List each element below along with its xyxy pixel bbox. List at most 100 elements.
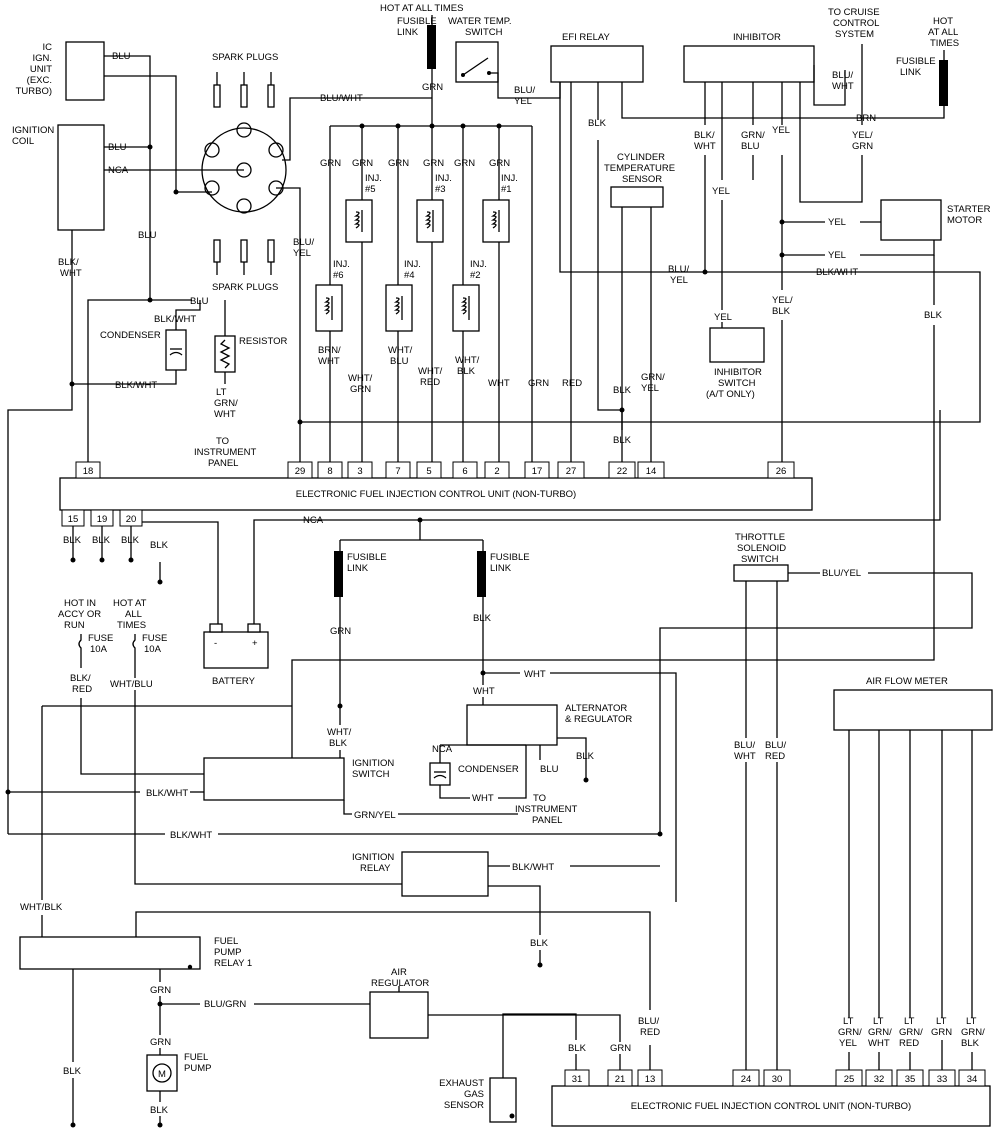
ecu-pin-17: 17: [532, 466, 543, 477]
wire-label: TO: [533, 793, 546, 804]
wire-label: LT: [873, 1016, 884, 1027]
wire-label: WHT: [694, 141, 716, 152]
throttle-label-3: SWITCH: [741, 554, 779, 565]
wire-label: BLK: [150, 1105, 169, 1116]
ecu-pin-19: 19: [97, 514, 108, 525]
battery: - + BATTERY: [203, 623, 269, 687]
fuel-pump-relay: FUEL PUMP RELAY 1: [19, 936, 252, 970]
starter-motor: STARTER MOTOR: [880, 199, 991, 241]
inj4-label-b: #4: [404, 270, 415, 281]
wire-label: BLK/WHT: [816, 267, 858, 278]
junction-dots: [5, 123, 785, 1128]
water-temp-switch: WATER TEMP. SWITCH: [448, 16, 512, 83]
wire-label: RED: [420, 377, 440, 388]
ecu-pin-8: 8: [327, 466, 332, 477]
efi-relay: EFI RELAY: [550, 32, 644, 83]
fusible-link-top: HOT AT ALL TIMES FUSIBLE LINK: [380, 3, 463, 69]
ecu-pin-21: 21: [615, 1074, 626, 1085]
wire-label: GRN/: [838, 1027, 862, 1038]
ecu-pin-31: 31: [572, 1074, 583, 1085]
spark-plugs-top: SPARK PLUGS: [212, 52, 278, 108]
cyl-temp-label-3: SENSOR: [622, 174, 662, 185]
wire-label: NCA: [108, 165, 129, 176]
condenser-top-label: CONDENSER: [100, 330, 161, 341]
ecu-bottom-label: ELECTRONIC FUEL INJECTION CONTROL UNIT (…: [631, 1101, 911, 1112]
battery-plus: +: [252, 638, 258, 649]
fuel-pump-relay-label-3: RELAY 1: [214, 958, 252, 969]
wire-label: YEL: [712, 186, 730, 197]
wire-label: WHT: [214, 409, 236, 420]
wire-label: BLK: [568, 1043, 587, 1054]
ignition-switch-label-1: IGNITION: [352, 758, 394, 769]
wire-label: YEL: [641, 383, 659, 394]
wire-label: BLK: [772, 306, 791, 317]
ic-ignition-unit: IC IGN. UNIT (EXC. TURBO): [16, 41, 105, 101]
wire-label: YEL: [839, 1038, 857, 1049]
wire-label: GRN: [330, 626, 351, 637]
wire-label: YEL: [514, 96, 532, 107]
fl-mid-right-label-1: FUSIBLE: [490, 552, 530, 563]
wire-label: BLU/: [765, 740, 786, 751]
ic-unit-label-2: IGN.: [32, 53, 52, 64]
hot-in-accy-label-3: RUN: [64, 620, 85, 631]
ignition-coil: IGNITION COIL: [12, 124, 105, 231]
ecu-pin-15: 15: [68, 514, 79, 525]
condenser-bottom-label: CONDENSER: [458, 764, 519, 775]
cyl-temp-label-2: TEMPERATURE: [604, 163, 675, 174]
wire-label: GRN/: [961, 1027, 985, 1038]
ecu-pin-14: 14: [646, 466, 657, 477]
condenser-top: CONDENSER: [100, 329, 187, 371]
wire-label: LT: [216, 387, 227, 398]
wire-label: GRN/: [868, 1027, 892, 1038]
inj4-label-a: INJ.: [404, 259, 421, 270]
wire-label: BLU/: [832, 70, 853, 81]
wire-label: GRN/: [641, 372, 665, 383]
wire-label: GRN: [150, 985, 171, 996]
wire-label: BLU: [138, 230, 157, 241]
ecu-top: ELECTRONIC FUEL INJECTION CONTROL UNIT (…: [59, 461, 813, 527]
wire-label: BLK: [63, 535, 82, 546]
wire-label: WHT: [473, 686, 495, 697]
ecu-pin-34: 34: [967, 1074, 978, 1085]
hot-in-accy-label-1: HOT IN: [64, 598, 96, 609]
wire-label: GRN: [454, 158, 475, 169]
throttle-label-1: THROTTLE: [735, 532, 785, 543]
ego-label-2: GAS: [464, 1089, 484, 1100]
cyl-temp-label-1: CYLINDER: [617, 152, 665, 163]
fusible-link-right-label-1: FUSIBLE: [896, 56, 936, 67]
alternator-label-2: & REGULATOR: [565, 714, 632, 725]
wire-label: LT: [904, 1016, 915, 1027]
exhaust-gas-sensor: EXHAUST GAS SENSOR: [439, 1077, 517, 1123]
wire-label: GRN/: [214, 398, 238, 409]
wire-label: WHT/: [418, 366, 443, 377]
wire-label: BLK: [457, 366, 476, 377]
wire-label: PANEL: [208, 458, 238, 469]
ecu-pin-24: 24: [741, 1074, 752, 1085]
spark-plugs-bottom: SPARK PLUGS: [212, 239, 278, 293]
wire-labels: BLU BLU NCA BLU BLK/ WHT BLU/WHT GRN BLU…: [20, 51, 985, 1116]
fusible-link-mid-left: FUSIBLE LINK: [334, 551, 387, 597]
wire-label: WHT: [60, 268, 82, 279]
fl-mid-right-label-2: LINK: [490, 563, 512, 574]
hot-fuse-label-1: HOT AT: [113, 598, 147, 609]
inj3-label-b: #3: [435, 184, 446, 195]
wire-label: YEL: [714, 312, 732, 323]
fl-mid-left-label-2: LINK: [347, 563, 369, 574]
air-flow-meter-label: AIR FLOW METER: [866, 676, 948, 687]
distributor: [201, 122, 287, 214]
inhibitor-switch-label-2: SWITCH: [718, 378, 756, 389]
ecu-pin-3: 3: [357, 466, 362, 477]
ignition-switch-label-2: SWITCH: [352, 769, 390, 780]
wire-label: YEL/: [772, 295, 793, 306]
fuel-pump: M FUEL PUMP: [146, 1052, 211, 1092]
hot-right-label-3: TIMES: [930, 38, 959, 49]
wire-label: GRN: [489, 158, 510, 169]
ignition-relay-label-2: RELAY: [360, 863, 391, 874]
wire-label: GRN: [350, 384, 371, 395]
battery-label: BATTERY: [212, 676, 256, 687]
hot-at-all-times-top-label: HOT AT ALL TIMES: [380, 3, 463, 14]
wire-label: GRN: [931, 1027, 952, 1038]
cruise-control-label-3: SYSTEM: [835, 29, 874, 40]
ego-label-3: SENSOR: [444, 1100, 484, 1111]
